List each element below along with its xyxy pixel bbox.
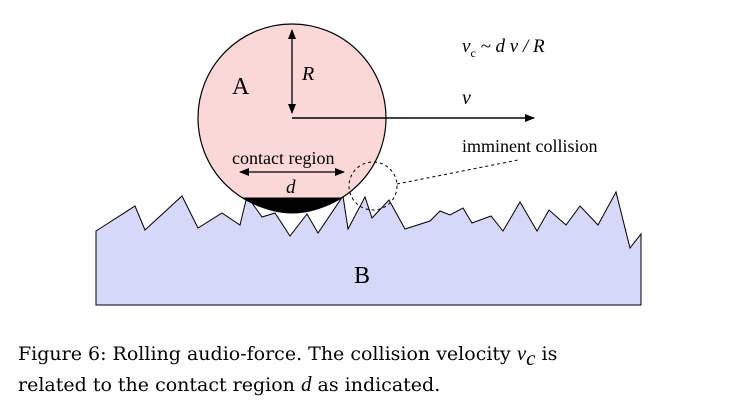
caption-line-2: related to the contact region d as indic… xyxy=(18,371,733,398)
formula-vc: vc ~ d v / R xyxy=(462,36,545,60)
caption-line2-pre: related to the contact region xyxy=(18,373,301,396)
caption-v: v xyxy=(516,341,527,365)
formula-rest: ~ d v / R xyxy=(476,36,545,57)
formula-sub: c xyxy=(470,46,475,60)
label-a: A xyxy=(232,74,250,100)
collision-leader-line xyxy=(396,159,519,185)
caption-line2-post: as indicated. xyxy=(311,373,441,396)
figure-caption: Figure 6: Rolling audio-force. The colli… xyxy=(18,340,733,398)
rough-surface-b xyxy=(95,190,642,306)
label-b: B xyxy=(354,263,370,289)
contact-region-label: contact region xyxy=(232,148,334,168)
rolling-contact-diagram: A R v vc ~ d v / R contact region d immi… xyxy=(95,23,642,306)
label-d: d xyxy=(286,177,296,198)
imminent-collision-label: imminent collision xyxy=(462,136,598,156)
label-v: v xyxy=(462,87,471,109)
collision-circle xyxy=(348,161,398,211)
contact-region-cap xyxy=(242,197,343,214)
caption-line-1: Figure 6: Rolling audio-force. The colli… xyxy=(18,340,733,371)
formula-v: v xyxy=(462,36,471,57)
caption-sub: c xyxy=(526,345,536,370)
caption-line1-post: is xyxy=(535,343,558,365)
label-r: R xyxy=(301,63,314,85)
caption-d: d xyxy=(300,371,312,396)
caption-line1-pre: Figure 6: Rolling audio-force. The colli… xyxy=(18,343,517,365)
